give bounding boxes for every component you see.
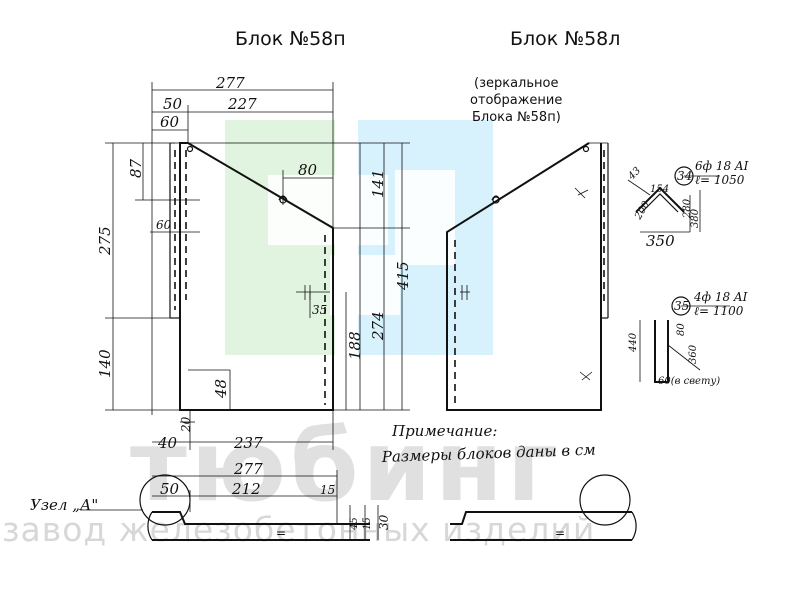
- watermark-brand: тюбинг: [130, 410, 562, 524]
- detail-34-380: 380: [690, 208, 701, 228]
- detail-34-drawing: [627, 166, 720, 233]
- node-dim-212: 212: [231, 480, 261, 498]
- detail-35-length: ℓ= 1100: [694, 304, 744, 318]
- node-a-right-drawing: =: [450, 474, 637, 541]
- node-dim-50: 50: [160, 480, 180, 498]
- detail-35-80: 80: [676, 323, 687, 336]
- dim-237: 237: [233, 434, 263, 452]
- dim-275: 275: [96, 226, 114, 256]
- mirror-note-line2: отображение: [470, 93, 562, 108]
- node-a-label: Узел „А": [30, 496, 98, 514]
- dim-415: 415: [394, 261, 412, 291]
- block-58l-drawing: [446, 142, 609, 411]
- dim-60: 60: [160, 113, 180, 131]
- dim-274: 274: [369, 311, 387, 341]
- dim-140: 140: [96, 349, 114, 378]
- node-dim-15: 15: [320, 483, 335, 497]
- dim-35: 35: [312, 303, 327, 317]
- node-dim-30: 30: [377, 514, 391, 530]
- detail-34-280: 280: [682, 198, 693, 219]
- watermark-logo: [225, 120, 493, 355]
- detail-35-360: 360: [688, 344, 699, 364]
- svg-text:=: =: [276, 526, 286, 540]
- detail-34-length: ℓ= 1050: [695, 173, 745, 187]
- node-dim-45: 45: [349, 517, 360, 531]
- detail-35-spec: 4ф 18 AI: [693, 290, 748, 304]
- title-block-58l: Блок №58л: [510, 28, 620, 50]
- node-dim-277: 277: [233, 460, 263, 478]
- dim-141: 141: [369, 169, 387, 198]
- dim-227: 227: [227, 95, 257, 113]
- svg-text:=: =: [555, 526, 565, 540]
- detail-35-drawing: [639, 296, 730, 383]
- detail-35-clearance: 60(в свету): [658, 376, 720, 387]
- detail-34-number: 34: [677, 169, 692, 183]
- dim-87: 87: [127, 158, 145, 178]
- dim-40: 40: [157, 434, 178, 452]
- detail-34-spec: 6ф 18 AI: [695, 159, 749, 173]
- dim-20: 20: [179, 416, 193, 433]
- dim-80: 80: [298, 161, 318, 179]
- dim-60-inner: 60: [156, 218, 172, 232]
- title-block-58p: Блок №58п: [235, 28, 346, 50]
- mirror-note-line1: (зеркальное: [474, 76, 558, 91]
- block-58p-dimensions: [105, 82, 410, 450]
- detail-35-440: 440: [628, 332, 639, 353]
- node-dim-15b: 15: [362, 517, 373, 530]
- detail-34-200: 200: [633, 199, 653, 222]
- mirror-note-line3: Блока №58п): [472, 110, 561, 125]
- dim-277-top: 277: [215, 74, 245, 92]
- node-a-left-drawing: =: [80, 470, 379, 541]
- dim-188: 188: [346, 331, 364, 360]
- watermark-tagline: завод железобетонных изделий: [2, 510, 595, 549]
- detail-34-154: 154: [650, 184, 669, 195]
- detail-34-350: 350: [646, 232, 675, 250]
- detail-35-number: 35: [674, 299, 689, 313]
- dim-48: 48: [212, 379, 230, 399]
- dim-50: 50: [163, 95, 183, 113]
- note-heading: Примечание:: [391, 422, 497, 440]
